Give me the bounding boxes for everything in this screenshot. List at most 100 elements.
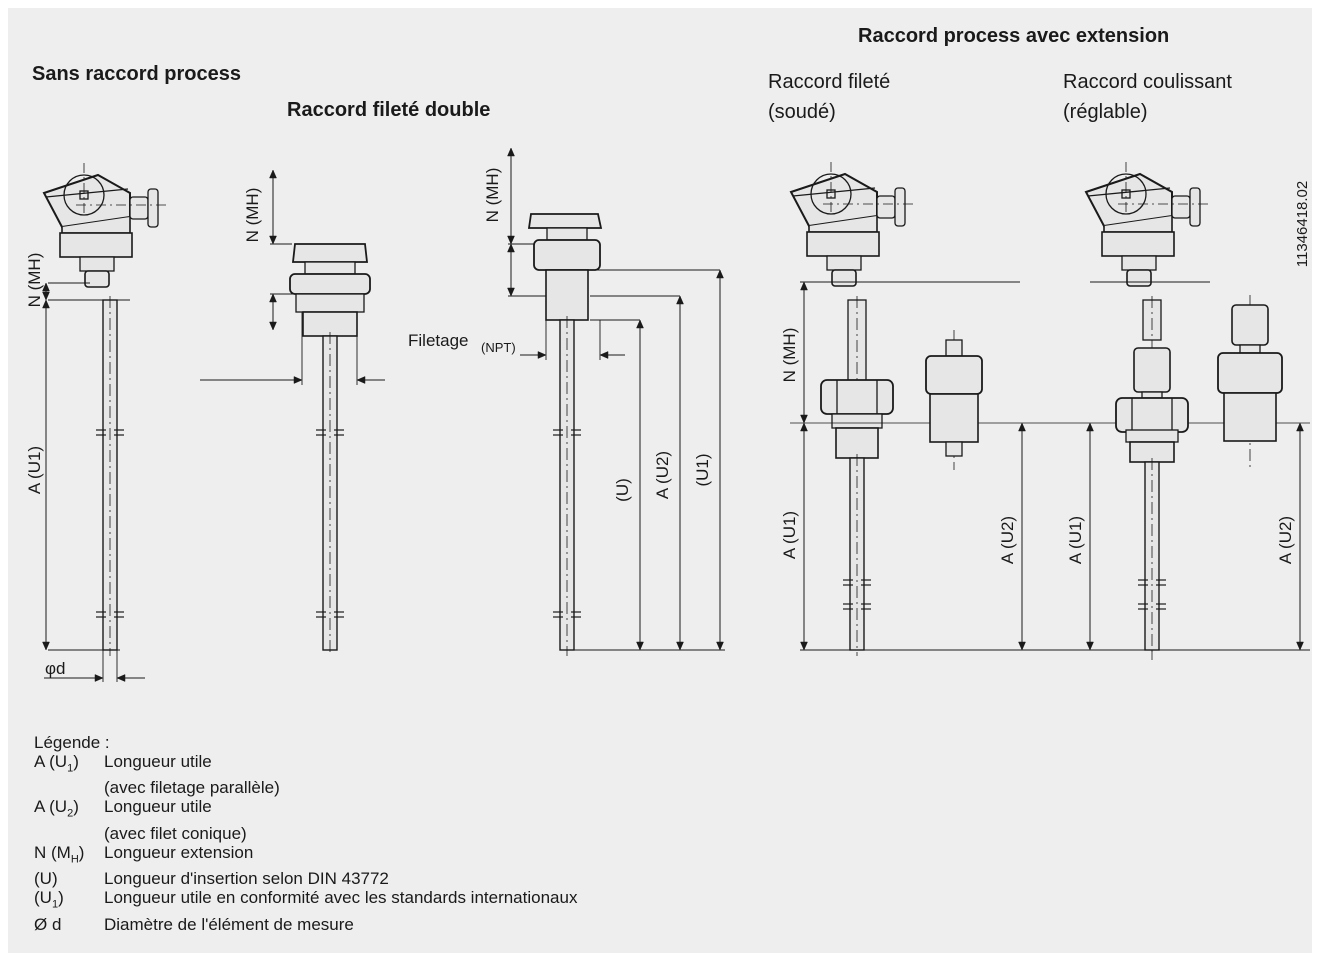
legend-item: (U1) Longueur utile en conformité avec le… <box>34 888 577 914</box>
dimension-arrow <box>356 376 366 384</box>
dimension-label: (U) <box>613 478 632 502</box>
union-nut-cap <box>291 243 369 263</box>
terminal-head <box>43 162 171 288</box>
dimension-arrow <box>269 169 277 179</box>
dimension-arrow <box>800 414 808 424</box>
dimension-arrow <box>716 641 724 651</box>
legend-desc: (avec filet conique) <box>104 823 247 843</box>
npt-cap <box>527 213 603 229</box>
dimension-arrow <box>269 321 277 331</box>
dimension-label: N (MH) <box>243 188 262 243</box>
dimension-arrow <box>1018 422 1026 432</box>
collar <box>295 293 365 313</box>
dimension-arrow <box>716 269 724 279</box>
dimension-label: A (U1) <box>1066 516 1085 564</box>
compression-nut <box>1133 347 1171 393</box>
dimension-label: N (MH) <box>780 328 799 383</box>
drawing-panel <box>8 8 1312 953</box>
legend-title: Légende : <box>34 733 110 752</box>
dimension-label: A (U1) <box>780 511 799 559</box>
dimension-arrow <box>269 235 277 245</box>
legend-key: Ø d <box>34 914 62 934</box>
fitting-stub <box>945 339 963 357</box>
npt-thread <box>545 269 589 321</box>
dimension-arrow <box>1296 422 1304 432</box>
fitting-thread <box>929 393 979 443</box>
legend-item: A (U2) Longueur utile <box>34 797 577 823</box>
dimension-arrow <box>42 641 50 651</box>
dimension-arrow <box>800 641 808 651</box>
legend-desc: Longueur d'insertion selon DIN 43772 <box>104 869 389 889</box>
dimension-label: A (U2) <box>1276 516 1295 564</box>
dimension-arrow <box>42 282 50 292</box>
terminal-head <box>1085 161 1213 287</box>
dimension-arrow <box>94 674 104 682</box>
dimension-label: N (MH) <box>483 168 502 223</box>
dimension-arrow <box>42 291 50 301</box>
legend-desc: Diamètre de l'élément de mesure <box>104 914 354 934</box>
legend-desc: Longueur utile <box>104 797 212 817</box>
dimension-label: A (U2) <box>653 451 672 499</box>
dimension-arrow <box>507 147 515 157</box>
legend-key: N (MH) <box>34 842 85 866</box>
dimension-label: A (U2) <box>998 516 1017 564</box>
dimension-arrow <box>507 243 515 253</box>
legend: Légende : A (U1)Longueur utile(avec file… <box>34 733 577 934</box>
npt-body <box>546 227 588 241</box>
legend-key: A (U1) <box>34 752 79 775</box>
dimension-arrow <box>1086 422 1094 432</box>
heading-welded: Raccord fileté (soudé) <box>768 71 891 123</box>
dimension-arrow <box>42 299 50 309</box>
legend-item: (avec filet conique) <box>34 824 577 843</box>
collar <box>831 413 883 429</box>
dimension-arrow <box>1296 641 1304 651</box>
dimension-arrow <box>800 281 808 291</box>
heading-with-extension: Raccord process avec extension <box>858 25 1170 47</box>
thread <box>835 427 879 459</box>
legend-desc: Longueur utile <box>104 752 212 771</box>
legend-key: (U1) <box>34 888 64 911</box>
dimension-arrow <box>269 293 277 303</box>
terminal-head <box>790 161 918 287</box>
fitting-hex <box>1217 352 1283 394</box>
dimension-arrow <box>636 641 644 651</box>
dimension-arrow <box>636 319 644 329</box>
thread-label: Filetage <box>408 331 468 350</box>
dimension-arrow <box>1086 641 1094 651</box>
dimension-arrow <box>537 351 547 359</box>
legend-key: A (U2) <box>34 797 79 820</box>
legend-item: N (MH)Longueur extension <box>34 843 577 869</box>
legend-desc: Longueur utile en conformité avec les st… <box>104 888 578 908</box>
npt-hex <box>533 239 601 271</box>
heading-no-process-connection: Sans raccord process <box>32 63 241 85</box>
legend-desc: (avec filetage parallèle) <box>104 778 280 798</box>
fitting-stub <box>945 441 963 457</box>
dimension-label: N (MH) <box>25 253 44 308</box>
heading-sliding: Raccord coulissant (réglable) <box>1063 71 1232 123</box>
dimension-arrow <box>507 235 515 245</box>
dimension-label: A (U1) <box>25 446 44 494</box>
legend-key <box>34 824 104 843</box>
phi-d-label: φd <box>45 659 65 678</box>
hex-nut <box>820 379 894 415</box>
fitting-thread <box>1223 392 1277 442</box>
hex-nut <box>289 273 371 295</box>
dimension-label: (U1) <box>693 453 712 486</box>
dimension-arrow <box>676 641 684 651</box>
dimension-arrow <box>507 287 515 297</box>
dimension-arrow <box>293 376 303 384</box>
npt-label: (NPT) <box>481 340 516 355</box>
collar <box>1125 429 1179 443</box>
legend-item: (U) Longueur d'insertion selon DIN 43772 <box>34 869 577 888</box>
dimension-arrow <box>676 295 684 305</box>
legend-key: (U) <box>34 869 58 889</box>
union-body <box>304 261 356 275</box>
legend-item: Ø d Diamètre de l'élément de mesure <box>34 915 577 934</box>
legend-item: A (U1) Longueur utile <box>34 752 577 778</box>
fitting-nut <box>1231 304 1269 346</box>
heading-double-thread: Raccord fileté double <box>287 99 491 121</box>
fitting-hex <box>925 355 983 395</box>
dimension-arrow <box>116 674 126 682</box>
dimension-arrow <box>1018 641 1026 651</box>
